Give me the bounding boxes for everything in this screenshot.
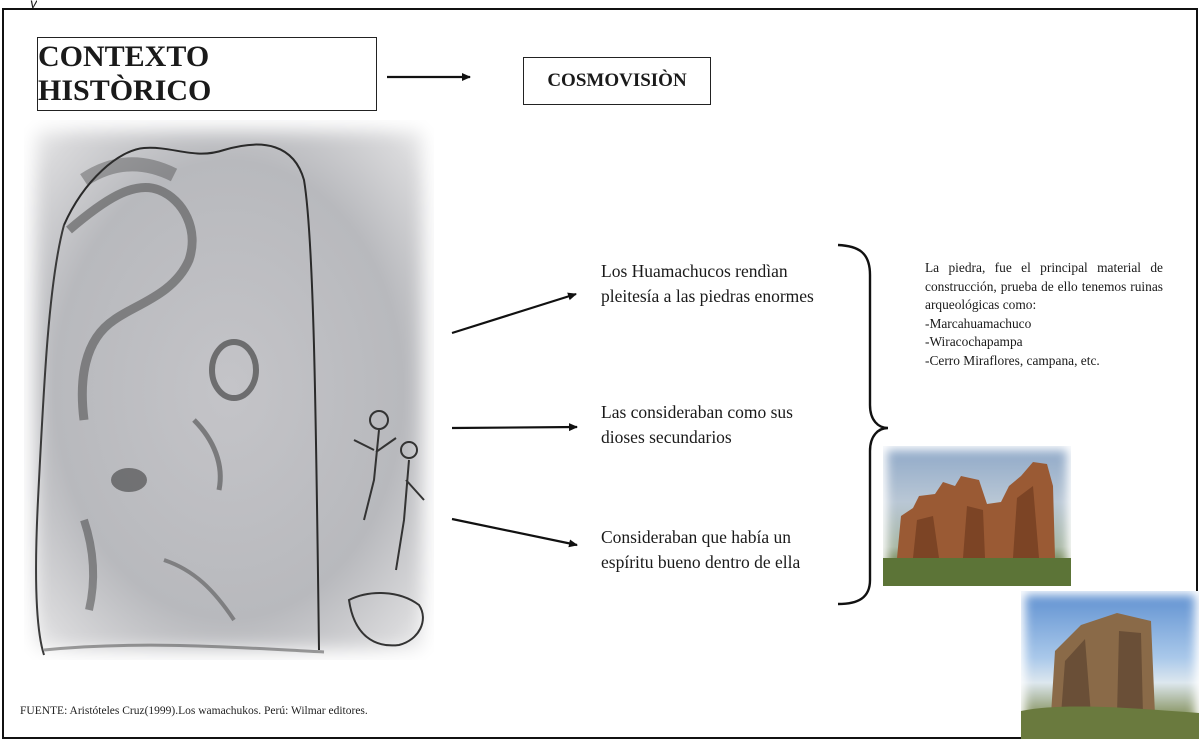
arrow-point-3 [451, 517, 578, 548]
point-2-line-2: dioses secundarios [601, 427, 732, 447]
point-3: Consideraban que había un espíritu bueno… [601, 525, 800, 575]
note-item-2: -Wiracochapampa [925, 334, 1023, 349]
ruins-photo-2 [1021, 591, 1199, 739]
curly-brace [837, 243, 889, 606]
point-2: Las consideraban como sus dioses secunda… [601, 400, 793, 450]
point-1-line-1: Los Huamachucos rendìan [601, 261, 788, 281]
ruins-photo-1 [883, 446, 1071, 586]
point-1: Los Huamachucos rendìan pleitesía a las … [601, 259, 814, 309]
note-item-3: -Cerro Miraflores, campana, etc. [925, 352, 1100, 368]
top-mark-text: y [30, 0, 37, 10]
point-1-line-2: pleitesía a las piedras enormes [601, 286, 814, 306]
stone-sketch-drawing [35, 143, 425, 656]
point-2-line-1: Las consideraban como sus [601, 402, 793, 422]
title-box: CONTEXTO HISTÒRICO [37, 37, 377, 111]
point-3-line-1: Consideraban que había un [601, 527, 792, 547]
arrow-point-1 [451, 292, 577, 335]
construction-note: La piedra, fue el principal material de … [925, 259, 1163, 370]
subtitle-box: COSMOVISIÒN [523, 57, 711, 105]
title-text: CONTEXTO HISTÒRICO [38, 40, 212, 107]
note-paragraph: La piedra, fue el principal material de … [925, 260, 1163, 312]
subtitle-text: COSMOVISIÒN [547, 70, 687, 91]
ruins-photo-1-drawing [883, 462, 1071, 586]
point-3-line-2: espíritu bueno dentro de ella [601, 552, 801, 572]
note-item-1: -Marcahuamachuco [925, 315, 1032, 331]
arrow-point-2 [451, 423, 578, 432]
stone-sketch-image [24, 120, 434, 660]
slide-frame [2, 8, 1198, 739]
ruins-photo-2-drawing [1021, 613, 1199, 739]
source-citation: FUENTE: Aristóteles Cruz(1999).Los wamac… [20, 705, 368, 717]
